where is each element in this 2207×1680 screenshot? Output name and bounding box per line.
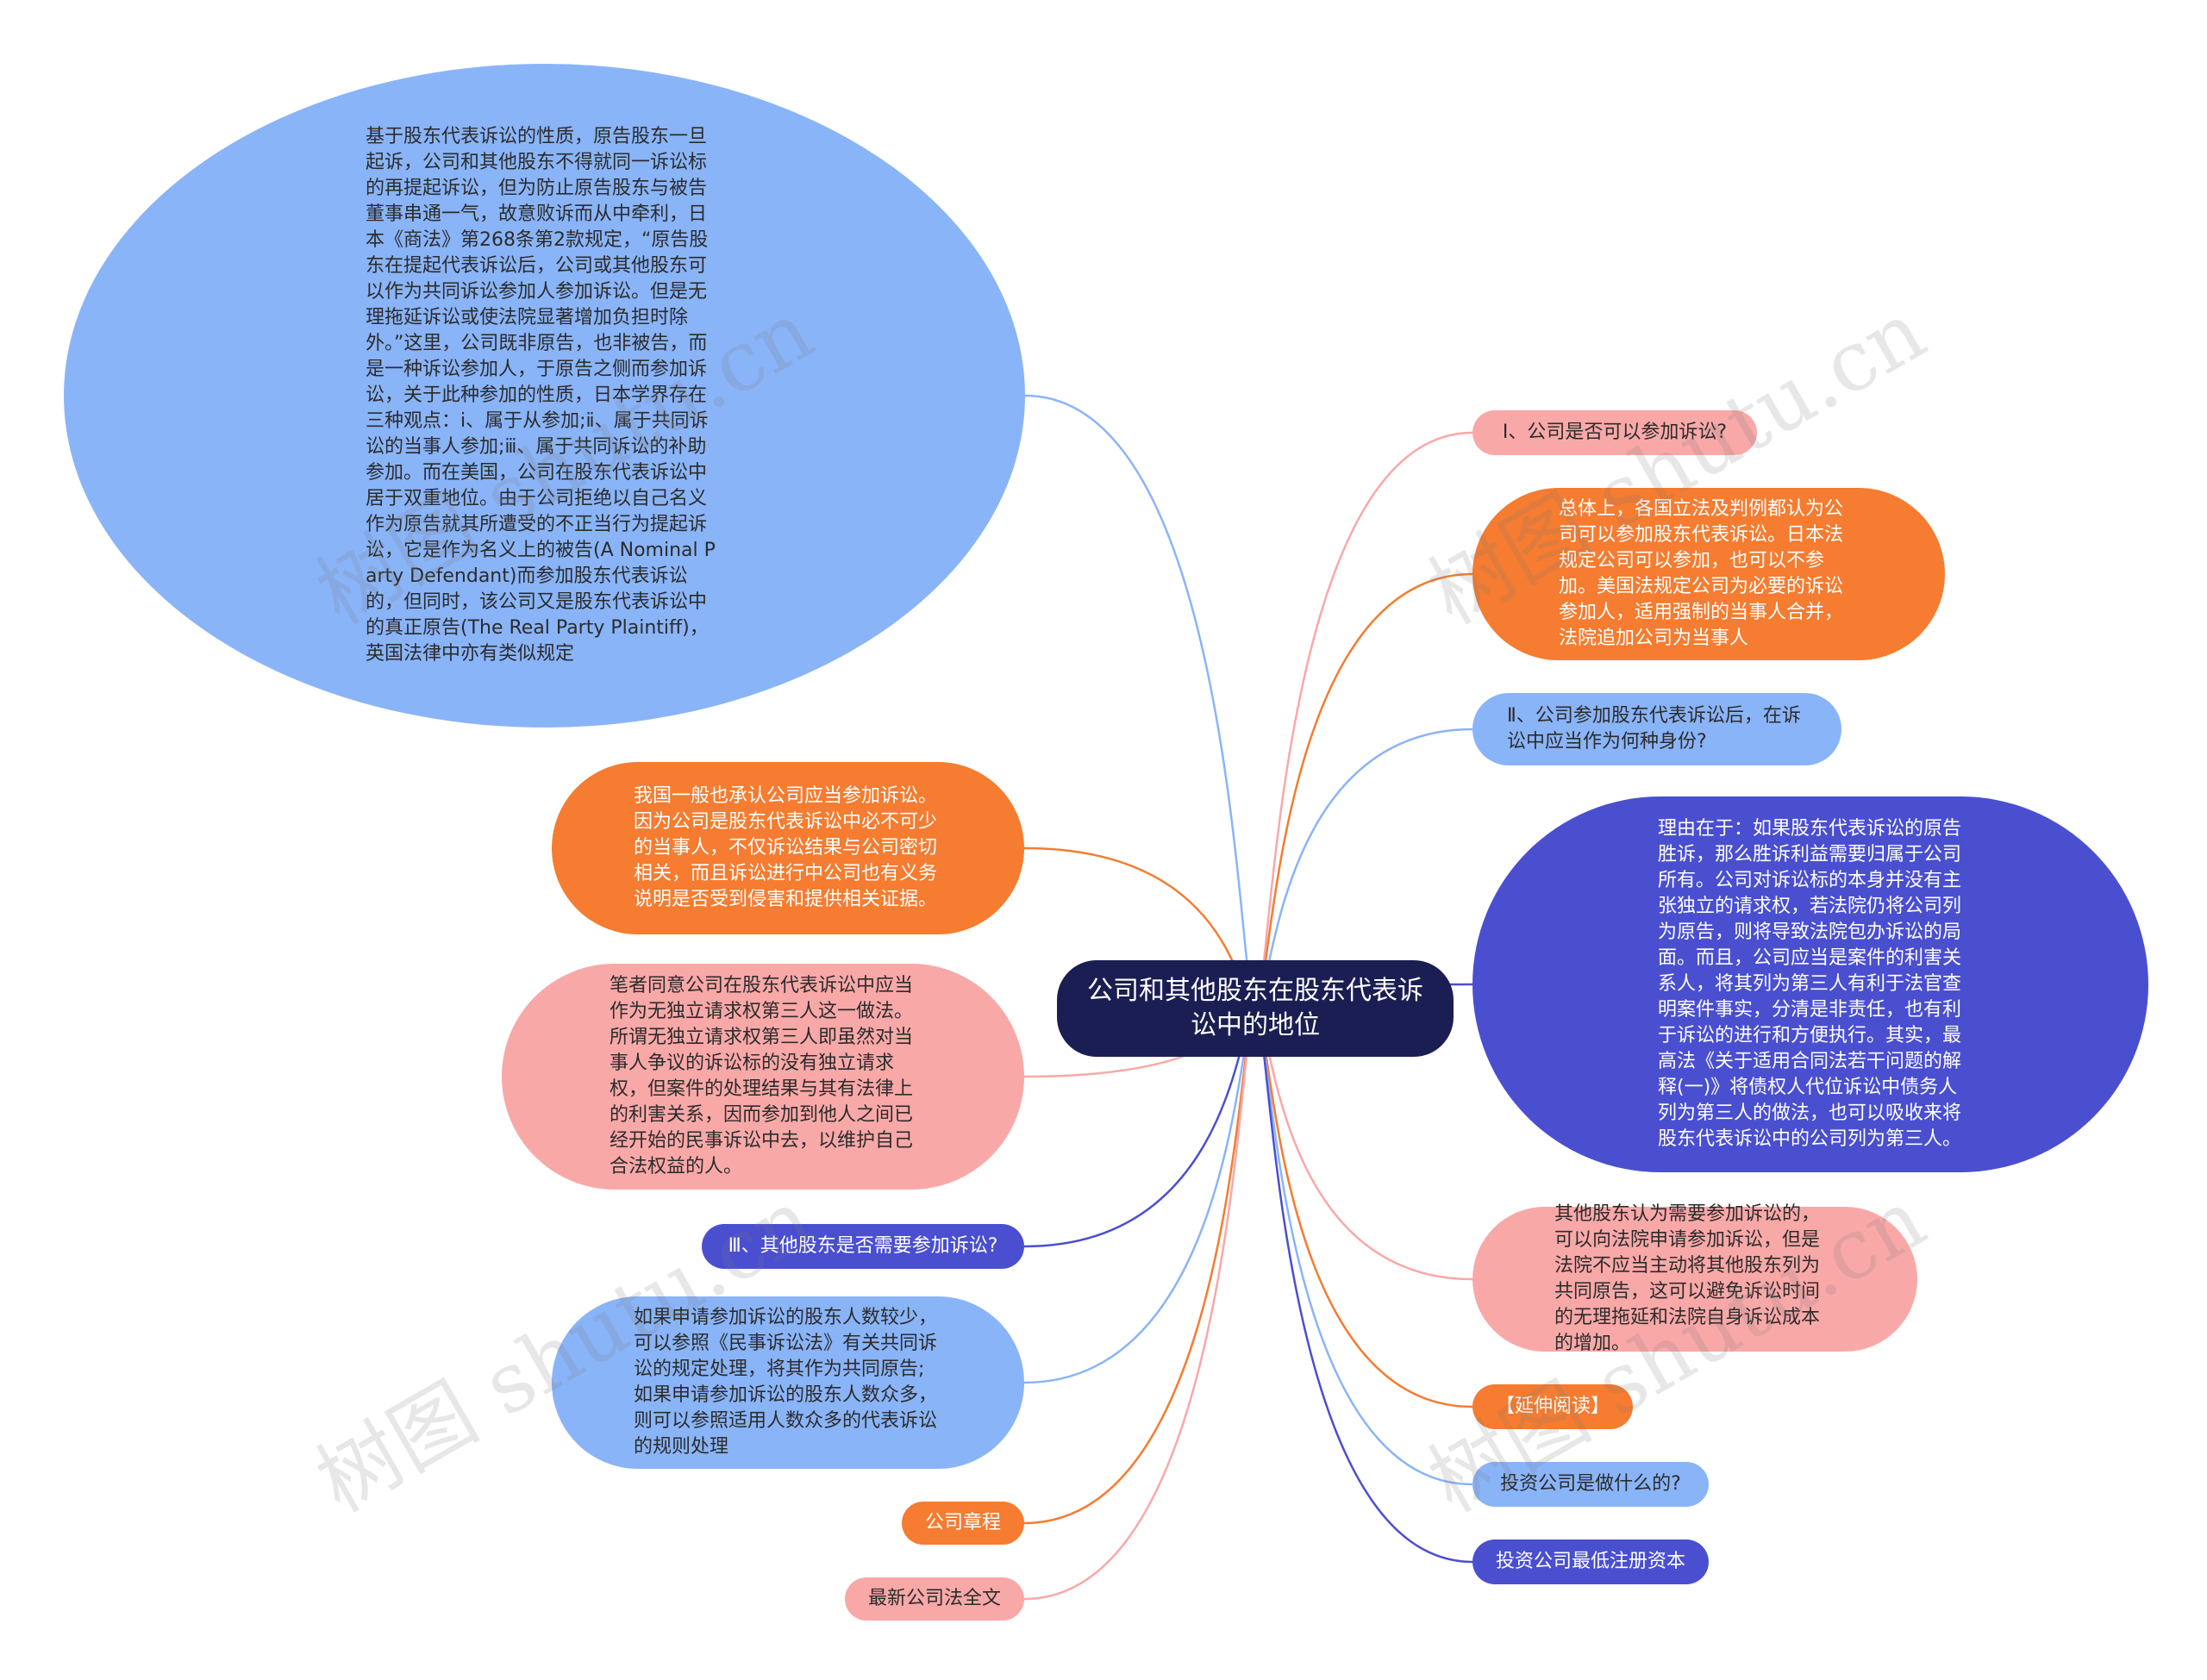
link-left-4 (1023, 1007, 1257, 1384)
left-node-china-practice[interactable]: 我国一般也承认公司应当参加诉讼。因为公司是股东代表诉讼中必不可少的当事人，不仅诉… (552, 762, 1024, 934)
link-latest-company-law-text: 最新公司法全文 (867, 1588, 1001, 1609)
left-node-joint-litigation[interactable]: 如果申请参加诉讼的股东人数较少，可以参照《民事诉讼法》有关共同诉讼的规定处理，将… (552, 1296, 1024, 1469)
left-node-question-3-text: Ⅲ、其他股东是否需要参加诉讼? (728, 1235, 998, 1257)
left-node-third-party-view[interactable]: 笔者同意公司在股东代表诉讼中应当作为无独立请求权第三人这一做法。所谓无独立请求权… (502, 964, 1024, 1190)
link-latest-company-law[interactable]: 最新公司法全文 (845, 1577, 1024, 1621)
right-node-question-1[interactable]: Ⅰ、公司是否可以参加诉讼? (1472, 410, 1757, 455)
left-node-japan-us-law[interactable]: 基于股东代表诉讼的性质，原告股东一旦起诉，公司和其他股东不得就同一诉讼标的再提起… (64, 64, 1025, 728)
link-extended-reading[interactable]: 【延伸阅读】 (1472, 1384, 1633, 1429)
link-minimum-registered-capital-text: 投资公司最低注册资本 (1495, 1551, 1685, 1572)
link-extended-reading-text: 【延伸阅读】 (1495, 1396, 1610, 1417)
left-node-china-practice-text: 我国一般也承认公司应当参加诉讼。因为公司是股东代表诉讼中必不可少的当事人，不仅诉… (634, 785, 938, 910)
left-node-japan-us-law-text: 基于股东代表诉讼的性质，原告股东一旦起诉，公司和其他股东不得就同一诉讼标的再提起… (366, 126, 716, 665)
right-node-reason[interactable]: 理由在于：如果股东代表诉讼的原告胜诉，那么胜诉利益需要归属于公司所有。公司对诉讼… (1472, 796, 2148, 1172)
link-company-charter[interactable]: 公司章程 (902, 1502, 1024, 1545)
link-minimum-registered-capital[interactable]: 投资公司最低注册资本 (1472, 1539, 1709, 1584)
right-node-reason-text: 理由在于：如果股东代表诉讼的原告胜诉，那么胜诉利益需要归属于公司所有。公司对诉讼… (1658, 818, 1962, 1150)
left-node-third-party-view-text: 笔者同意公司在股东代表诉讼中应当作为无独立请求权第三人这一做法。所谓无独立请求权… (610, 975, 914, 1177)
link-company-charter-text: 公司章程 (924, 1512, 1001, 1533)
link-right-1 (1254, 572, 1473, 1010)
right-node-other-shareholders[interactable]: 其他股东认为需要参加诉讼的，可以向法院申请参加诉讼，但是法院不应当主动将其他股东… (1472, 1203, 1917, 1354)
right-node-general-view[interactable]: 总体上，各国立法及判例都认为公司可以参加股东代表诉讼。日本法规定公司可以参加，也… (1472, 488, 1945, 660)
right-node-question-1-text: Ⅰ、公司是否可以参加诉讼? (1502, 422, 1728, 443)
root-topic[interactable]: 公司和其他股东在股东代表诉讼中的地位 (1057, 960, 1454, 1057)
link-what-investment-company-does[interactable]: 投资公司是做什么的? (1472, 1462, 1709, 1507)
link-left-0 (1024, 394, 1257, 1010)
link-left-6 (1023, 1007, 1257, 1601)
right-node-general-view-text: 总体上，各国立法及判例都认为公司可以参加股东代表诉讼。日本法规定公司可以参加，也… (1559, 498, 1844, 649)
right-node-other-shareholders-text: 其他股东认为需要参加诉讼的，可以向法院申请参加诉讼，但是法院不应当主动将其他股东… (1554, 1203, 1821, 1354)
right-node-question-2[interactable]: Ⅱ、公司参加股东代表诉讼后，在诉讼中应当作为何种身份? (1472, 693, 1841, 765)
link-what-investment-company-does-text: 投资公司是做什么的? (1500, 1473, 1681, 1495)
link-right-0 (1254, 431, 1473, 1010)
left-node-joint-litigation-text: 如果申请参加诉讼的股东人数较少，可以参照《民事诉讼法》有关共同诉讼的规定处理，将… (634, 1307, 938, 1458)
root-topic-label: 公司和其他股东在股东代表诉讼中的地位 (1087, 976, 1423, 1040)
left-node-question-3[interactable]: Ⅲ、其他股东是否需要参加诉讼? (702, 1224, 1024, 1269)
right-node-question-2-text: Ⅱ、公司参加股东代表诉讼后，在诉讼中应当作为何种身份? (1507, 705, 1801, 753)
